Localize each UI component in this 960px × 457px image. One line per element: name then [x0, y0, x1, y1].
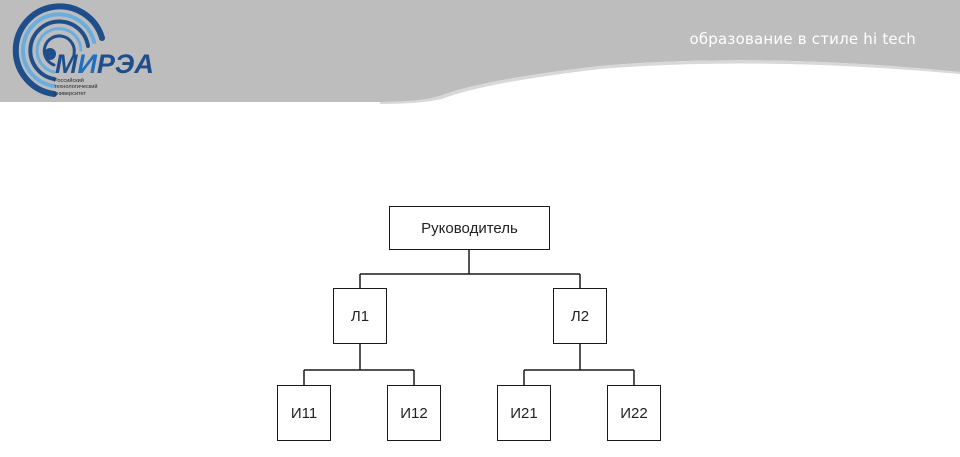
node-lead-1: Л1 — [333, 288, 387, 344]
node-executor-11: И11 — [277, 385, 331, 441]
tagline-text: образование в стиле hi tech — [689, 30, 916, 48]
header-shape — [0, 0, 960, 104]
logo-subtitle-line: Российский — [54, 78, 84, 84]
logo-word-accent: И — [77, 49, 97, 79]
node-lead-2: Л2 — [553, 288, 607, 344]
logo-subtitle: Российский технологический университет — [54, 78, 134, 97]
header-band: образование в стиле hi tech — [0, 0, 960, 110]
logo-rings-icon — [12, 3, 105, 97]
logo-word-end: РЭА — [96, 49, 154, 79]
logo-subtitle-line: университет — [54, 90, 87, 97]
logo-word-start: М — [55, 49, 78, 79]
logo-wordmark: МИРЭА — [55, 49, 154, 80]
node-executor-21: И21 — [497, 385, 551, 441]
mirea-logo: МИРЭА Российский технологический универс… — [2, 2, 172, 106]
node-root: Руководитель — [389, 206, 550, 250]
node-executor-22: И22 — [607, 385, 661, 441]
node-executor-12: И12 — [387, 385, 441, 441]
logo-subtitle-line: технологический — [54, 84, 98, 91]
